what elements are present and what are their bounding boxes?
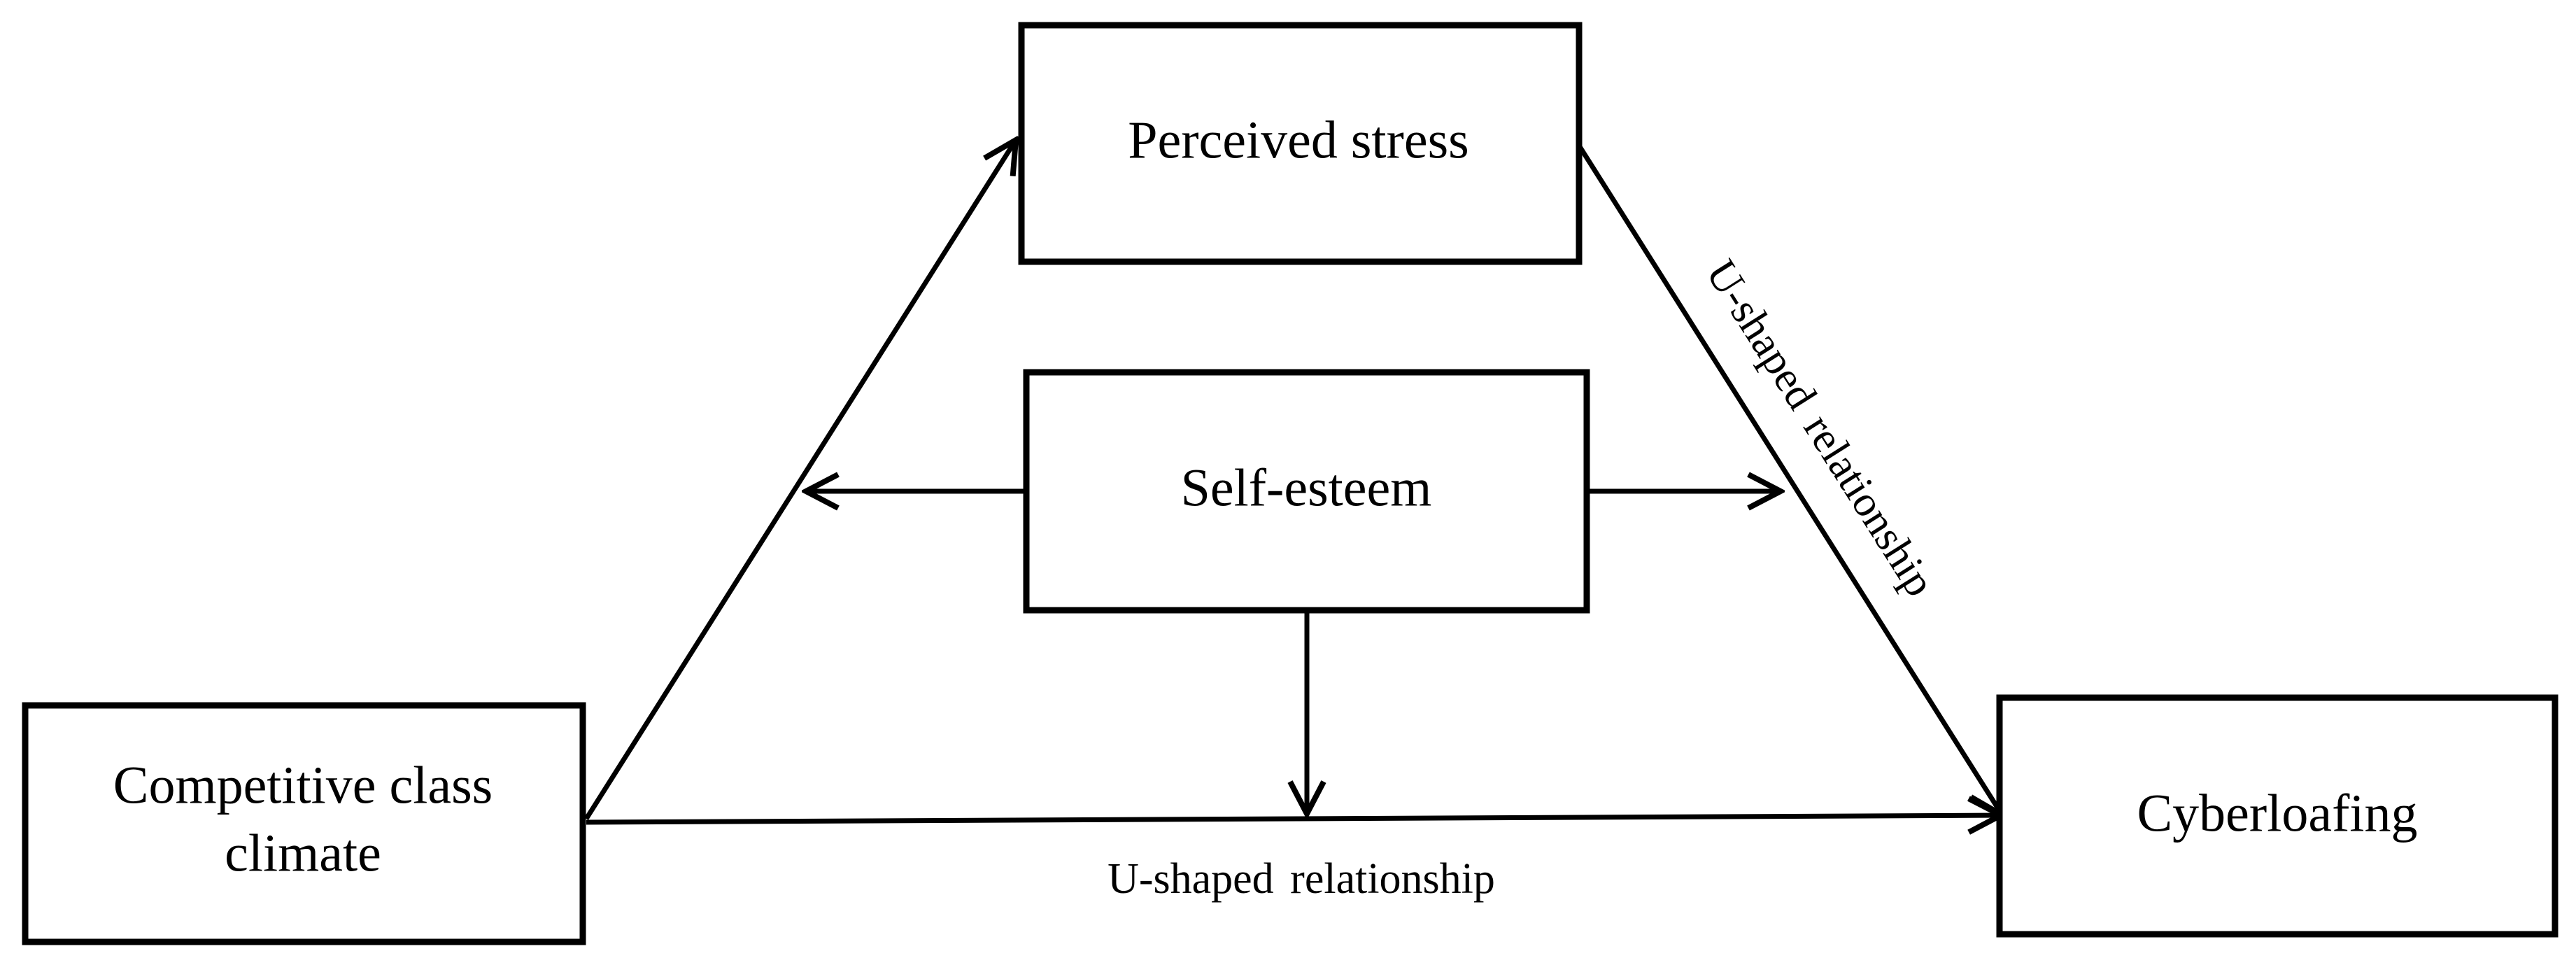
edge-label-stress-to-cyberloafing: U-shaped relationship — [1697, 252, 1944, 605]
node-competitive-class-climate-line1: Competitive class — [113, 756, 493, 815]
edge-climate-to-stress — [584, 140, 1016, 820]
node-cyberloafing-label: Cyberloafing — [2137, 784, 2417, 843]
node-competitive-class-climate-line2: climate — [225, 824, 381, 882]
node-self-esteem: Self-esteem — [1023, 369, 1590, 614]
node-perceived-stress: Perceived stress — [1018, 22, 1583, 265]
node-competitive-class-climate: Competitive class climate — [22, 702, 586, 945]
node-cyberloafing: Cyberloafing — [1996, 694, 2559, 938]
node-self-esteem-label: Self-esteem — [1181, 458, 1432, 517]
edge-label-climate-to-cyberloafing: U-shaped relationship — [1107, 855, 1495, 903]
edge-stress-to-cyberloafing — [1577, 144, 2002, 815]
node-perceived-stress-label: Perceived stress — [1128, 111, 1469, 169]
edge-climate-to-cyberloafing — [586, 815, 2001, 822]
